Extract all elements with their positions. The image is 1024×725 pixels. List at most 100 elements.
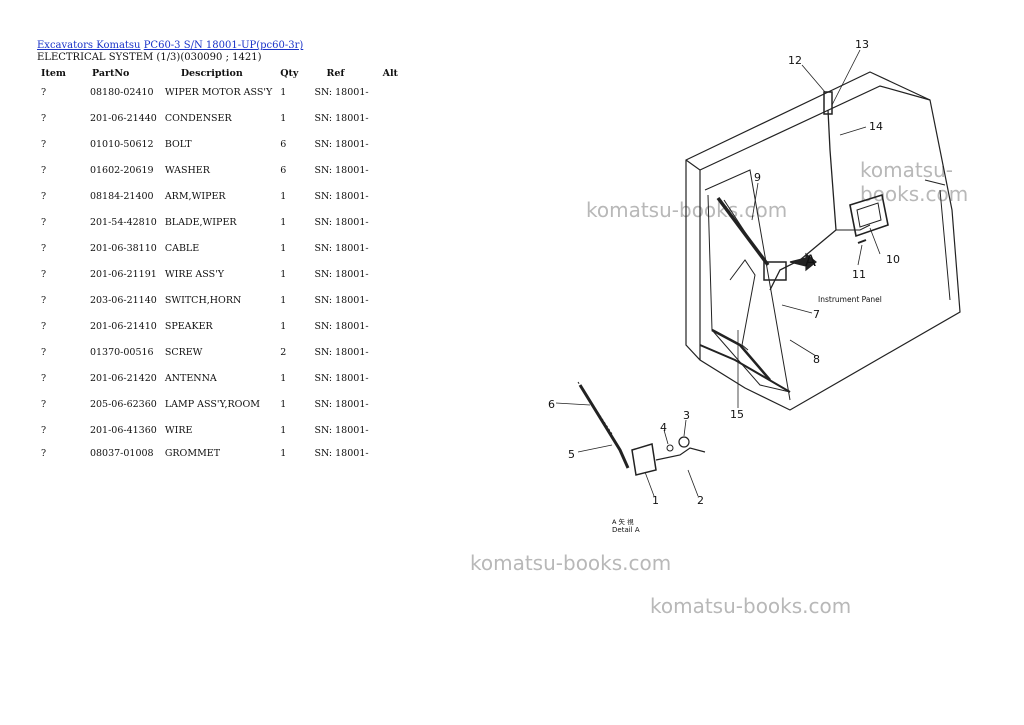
cell-alt	[373, 288, 404, 314]
callout-5: 5	[568, 448, 575, 461]
callout-2: 2	[697, 494, 704, 507]
breadcrumb: Excavators Komatsu PC60-3 S/N 18001-UP(p…	[37, 40, 303, 51]
cell-partno: 201-06-38110	[89, 243, 157, 254]
cell-qty: 6	[280, 165, 287, 176]
cell-partno: 201-06-21440	[89, 113, 157, 124]
cell-description: WIRE ASS'Y	[164, 269, 225, 280]
parts-diagram: 12 13 14 9 10 11 7 8 15 6 5 3 4 1 2 A In…	[548, 38, 961, 534]
cell-description: LAMP ASS'Y,ROOM	[164, 399, 260, 410]
watermark: komatsu-books.com	[650, 594, 852, 618]
cell-item: ?	[41, 425, 47, 436]
cell-qty: 1	[280, 295, 287, 306]
cell-item: ?	[41, 321, 47, 332]
cell-qty: 1	[280, 113, 287, 124]
cell-alt	[373, 106, 404, 132]
cell-partno: 201-06-41360	[89, 425, 157, 436]
col-description: Description	[180, 67, 243, 79]
cell-ref: SN: 18001-	[314, 295, 369, 306]
cell-item: ?	[41, 347, 47, 358]
col-ref: Ref	[326, 67, 345, 79]
cell-qty: 6	[280, 139, 287, 150]
cell-partno: 08180-02410	[89, 87, 154, 98]
cell-alt	[373, 340, 404, 366]
callout-3: 3	[683, 409, 690, 422]
callout-7: 7	[813, 308, 820, 321]
cell-alt	[373, 236, 404, 262]
cell-item: ?	[41, 113, 47, 124]
cell-ref: SN: 18001-	[314, 448, 369, 459]
cell-partno: 201-06-21420	[89, 373, 157, 384]
cell-description: WIRE	[164, 425, 193, 436]
cell-qty: 1	[280, 217, 287, 228]
cell-item: ?	[41, 448, 47, 459]
cell-item: ?	[41, 243, 47, 254]
cell-item: ?	[41, 399, 47, 410]
cell-ref: SN: 18001-	[314, 373, 369, 384]
cell-qty: 1	[280, 269, 287, 280]
breadcrumb-link-model[interactable]: PC60-3 S/N 18001-UP(pc60-3r)	[143, 40, 304, 51]
parts-table: Item PartNo Description Qty Ref Alt ?081…	[37, 66, 404, 464]
cell-alt	[373, 314, 404, 340]
cell-qty: 1	[280, 448, 287, 459]
instrument-panel-label: Instrument Panel	[818, 295, 882, 304]
callout-4: 4	[660, 421, 667, 434]
cell-partno: 01602-20619	[89, 165, 154, 176]
cell-partno: 201-54-42810	[89, 217, 157, 228]
cell-description: BOLT	[164, 139, 192, 150]
col-alt: Alt	[382, 67, 398, 79]
cell-description: BLADE,WIPER	[164, 217, 237, 228]
breadcrumb-link-excavators[interactable]: Excavators Komatsu	[37, 40, 141, 51]
cell-item: ?	[41, 269, 47, 280]
cell-qty: 1	[280, 191, 287, 202]
callout-6: 6	[548, 398, 555, 411]
cell-description: SWITCH,HORN	[164, 295, 242, 306]
cell-item: ?	[41, 191, 47, 202]
cell-ref: SN: 18001-	[314, 243, 369, 254]
callout-14: 14	[869, 120, 883, 133]
cell-item: ?	[41, 295, 47, 306]
table-row: ? 203-06-21140 SWITCH,HORN 1 SN: 18001-	[37, 288, 404, 314]
cell-partno: 08037-01008	[89, 448, 154, 459]
cell-description: ANTENNA	[164, 373, 217, 384]
section-title: ELECTRICAL SYSTEM (1/3)(030090 ; 1421)	[37, 52, 262, 63]
cell-description: ARM,WIPER	[164, 191, 226, 202]
col-qty: Qty	[280, 67, 299, 79]
cell-item: ?	[41, 217, 47, 228]
arrow-label-a: A	[805, 251, 816, 270]
cell-partno: 201-06-21410	[89, 321, 157, 332]
cell-ref: SN: 18001-	[314, 165, 369, 176]
cell-description: CABLE	[164, 243, 200, 254]
cell-ref: SN: 18001-	[314, 113, 369, 124]
cell-description: SCREW	[164, 347, 203, 358]
cell-qty: 1	[280, 399, 287, 410]
cell-ref: SN: 18001-	[314, 321, 369, 332]
cell-qty: 1	[280, 87, 287, 98]
cell-ref: SN: 18001-	[314, 347, 369, 358]
cell-description: WASHER	[164, 165, 210, 176]
cell-item: ?	[41, 373, 47, 384]
cell-partno: 203-06-21140	[89, 295, 157, 306]
table-row: ? 201-06-38110 CABLE 1 SN: 18001-	[37, 236, 404, 262]
cell-partno: 201-06-21191	[89, 269, 157, 280]
col-partno: PartNo	[91, 67, 130, 79]
callout-1: 1	[652, 494, 659, 507]
cell-ref: SN: 18001-	[314, 87, 369, 98]
cell-alt	[373, 158, 404, 184]
cell-description: SPEAKER	[164, 321, 213, 332]
cell-partno: 01010-50612	[89, 139, 154, 150]
callout-8: 8	[813, 353, 820, 366]
cell-qty: 1	[280, 243, 287, 254]
cell-partno: 01370-00516	[89, 347, 154, 358]
cell-alt	[373, 184, 404, 210]
callout-12: 12	[788, 54, 802, 67]
callout-10: 10	[886, 253, 900, 266]
